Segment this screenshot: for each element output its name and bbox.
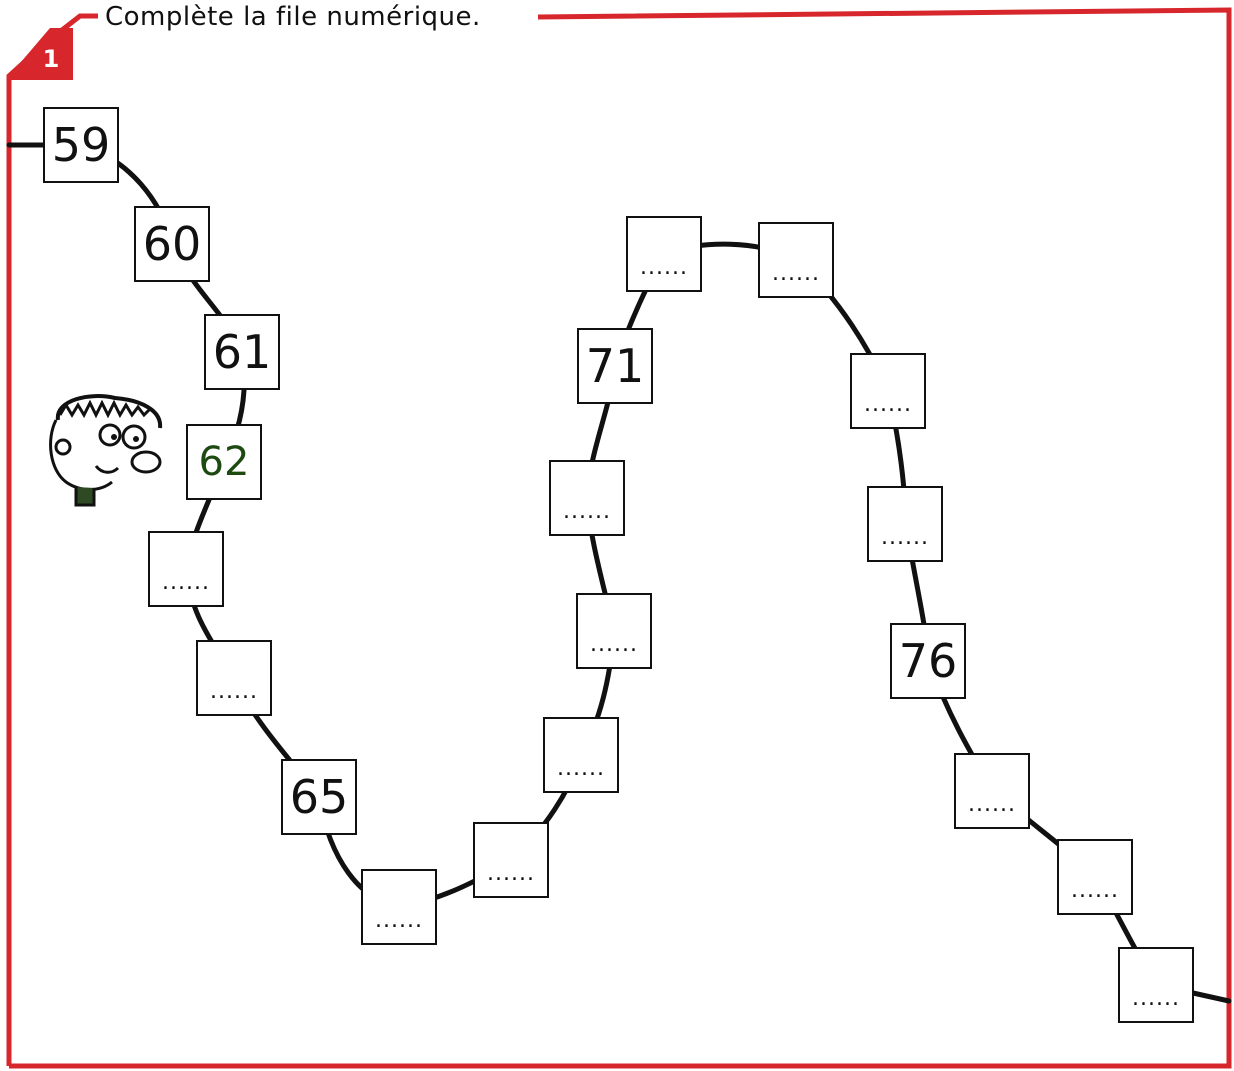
number-box-21[interactable]: ...... (1118, 947, 1194, 1023)
number-box-13: 71 (577, 328, 653, 404)
number-box-20[interactable]: ...... (1057, 839, 1133, 915)
number-box-17[interactable]: ...... (867, 486, 943, 562)
character-head-icon (51, 396, 161, 505)
number-box-1: 59 (43, 107, 119, 183)
number-box-11[interactable]: ...... (576, 593, 652, 669)
number-box-5[interactable]: ...... (148, 531, 224, 607)
number-box-12[interactable]: ...... (549, 460, 625, 536)
number-box-14[interactable]: ...... (626, 216, 702, 292)
number-box-6[interactable]: ...... (196, 640, 272, 716)
number-box-18: 76 (890, 623, 966, 699)
exercise-number: 1 (38, 44, 64, 74)
instruction-text: Complète la file numérique. (101, 0, 487, 34)
number-box-15[interactable]: ...... (758, 222, 834, 298)
number-box-9[interactable]: ...... (473, 822, 549, 898)
number-box-7: 65 (281, 759, 357, 835)
number-box-2: 60 (134, 206, 210, 282)
number-box-4[interactable]: 62 (186, 424, 262, 500)
number-box-19[interactable]: ...... (954, 753, 1030, 829)
number-box-3: 61 (204, 314, 280, 390)
number-box-16[interactable]: ...... (850, 353, 926, 429)
number-box-8[interactable]: ...... (361, 869, 437, 945)
number-box-10[interactable]: ...... (543, 717, 619, 793)
